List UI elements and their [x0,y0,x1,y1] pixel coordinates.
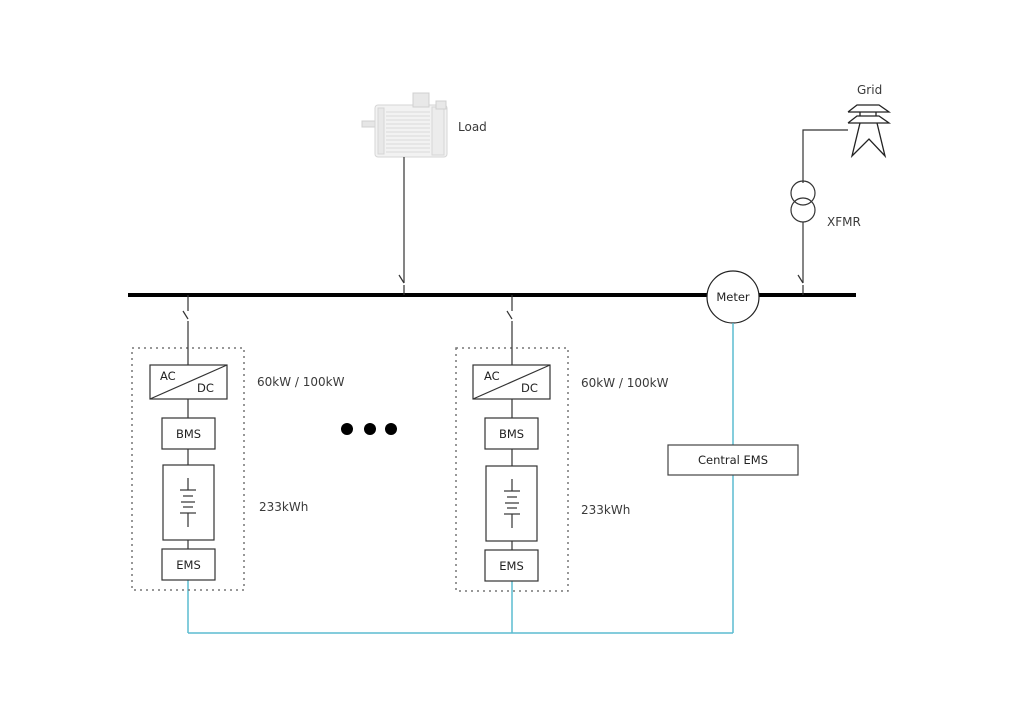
pcs-ac-label: AC [484,369,500,383]
central-ems-label: Central EMS [697,453,769,467]
energy-rating-label: 233kWh [259,500,309,514]
ellipsis-dots [341,423,397,435]
ems-box [484,549,539,582]
bms-box [161,417,216,450]
energy-rating-label: 233kWh [581,503,631,517]
bms-label: BMS [498,427,525,441]
power-rating-label: 60kW / 100kW [581,376,669,390]
ess-unit-n [455,295,569,592]
pcs-ac-label: AC [160,369,176,383]
ems-box [161,548,216,581]
ems-label: EMS [176,558,201,572]
transformer-icon [790,180,816,206]
meter-label: Meter [716,290,750,304]
load-feeder [398,157,405,295]
battery-icon [180,478,196,527]
grid-feeder [790,129,848,295]
power-rating-label: 60kW / 100kW [257,375,345,389]
transformer-label: XFMR [827,215,861,229]
bms-box [484,417,539,450]
pcs-dc-label: DC [521,381,538,395]
central-ems-box [667,444,799,476]
bms-label: BMS [175,427,202,441]
grid-label: Grid [857,83,883,97]
battery-icon [504,479,520,528]
comm-links [187,323,734,634]
motor-icon [361,92,448,158]
pcs-dc-label: DC [197,381,214,395]
ess-unit-1 [131,295,245,591]
ems-label: EMS [499,559,524,573]
load-label: Load [458,120,487,134]
transmission-tower-icon [847,104,892,159]
